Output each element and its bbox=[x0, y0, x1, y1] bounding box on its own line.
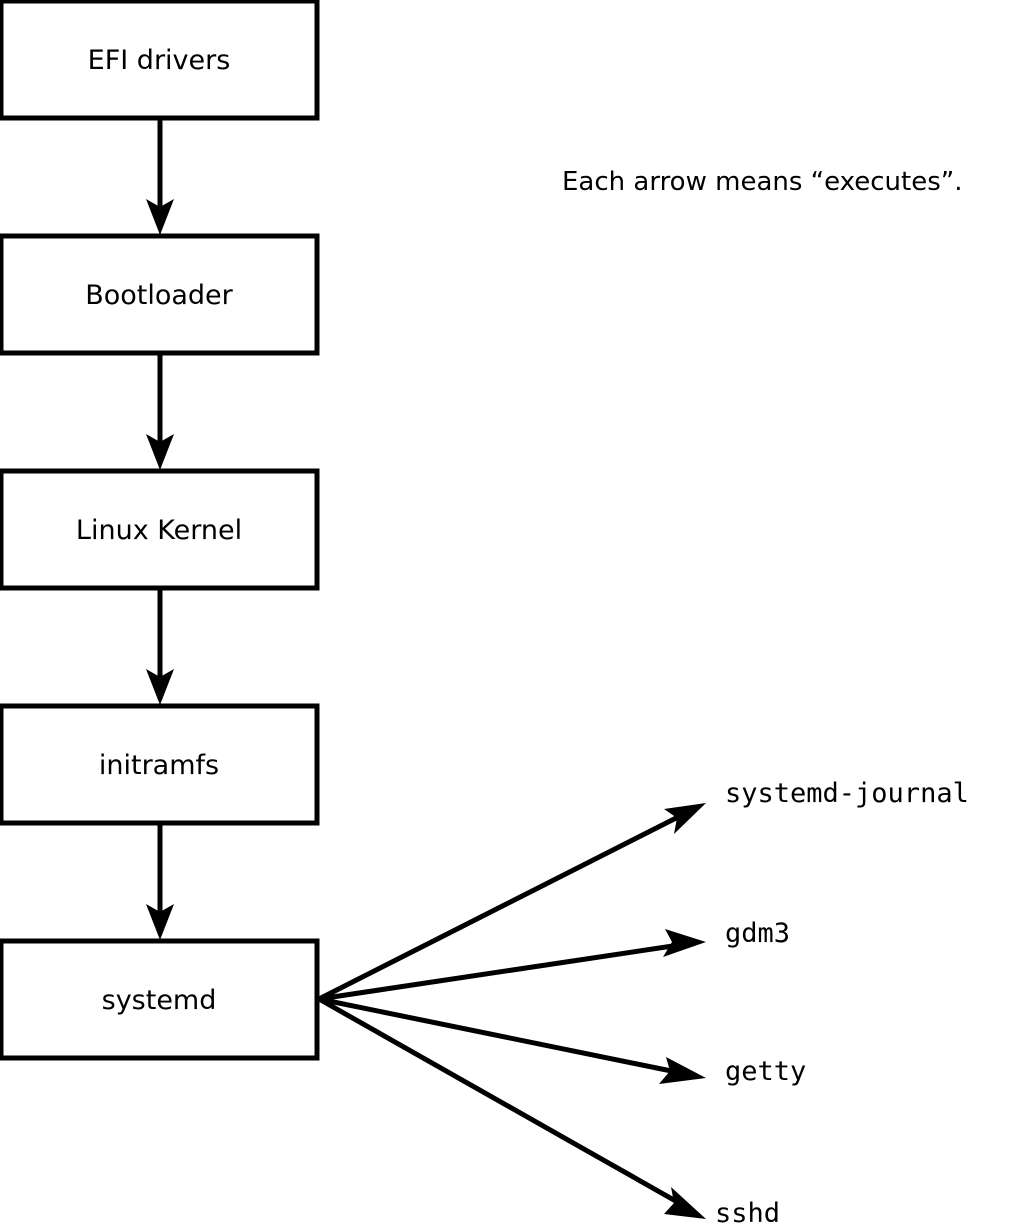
process-label-gdm3: gdm3 bbox=[725, 918, 790, 949]
arrow-bootloader-to-linux-kernel bbox=[146, 353, 174, 470]
arrow-head bbox=[146, 434, 174, 470]
stage-box-rect bbox=[0, 233, 320, 356]
arrow-head bbox=[664, 1187, 706, 1219]
arrow-initramfs-to-systemd bbox=[146, 823, 174, 940]
arrow-efi-drivers-to-bootloader bbox=[146, 118, 174, 235]
stage-box-label: EFI drivers bbox=[88, 45, 231, 76]
stage-box-label: Bootloader bbox=[85, 280, 233, 311]
arrow-head bbox=[659, 1057, 706, 1084]
arrow-head bbox=[146, 669, 174, 705]
arrow-shaft bbox=[318, 996, 687, 1077]
arrow-head bbox=[146, 199, 174, 235]
fanout-arrows-group bbox=[317, 803, 706, 1219]
stage-box-rect bbox=[0, 0, 320, 121]
process-labels-group: systemd-journal gdm3 getty sshd bbox=[715, 778, 969, 1229]
arrow-shaft bbox=[318, 941, 687, 1002]
arrow-head bbox=[663, 929, 706, 957]
diagram-caption: Each arrow means “executes”. bbox=[562, 167, 963, 197]
stage-box-systemd[interactable]: systemd bbox=[0, 938, 320, 1061]
stage-box-linux-kernel[interactable]: Linux Kernel bbox=[0, 468, 320, 591]
stage-box-label: Linux Kernel bbox=[76, 515, 242, 546]
arrow-systemd-to-getty bbox=[318, 996, 706, 1084]
boot-chain-group: EFI drivers Bootloader Linux Kernel init… bbox=[0, 0, 320, 1061]
arrow-head bbox=[146, 904, 174, 940]
stage-box-efi-drivers[interactable]: EFI drivers bbox=[0, 0, 320, 121]
arrow-systemd-to-systemd-journal bbox=[317, 803, 706, 1002]
arrow-shaft bbox=[317, 810, 688, 1002]
process-label-systemd-journal: systemd-journal bbox=[725, 778, 969, 809]
stage-box-initramfs[interactable]: initramfs bbox=[0, 703, 320, 826]
arrow-systemd-to-gdm3 bbox=[318, 929, 706, 1002]
stage-box-label: systemd bbox=[102, 985, 217, 1016]
chain-arrows-group bbox=[146, 118, 174, 940]
process-label-getty: getty bbox=[725, 1056, 806, 1087]
process-label-sshd: sshd bbox=[715, 1198, 780, 1229]
stage-box-label: initramfs bbox=[99, 750, 219, 781]
arrow-shaft bbox=[317, 996, 690, 1211]
stage-box-rect bbox=[0, 938, 320, 1061]
arrow-linux-kernel-to-initramfs bbox=[146, 588, 174, 705]
stage-box-bootloader[interactable]: Bootloader bbox=[0, 233, 320, 356]
arrow-head bbox=[664, 803, 706, 834]
arrow-systemd-to-sshd bbox=[317, 996, 706, 1219]
stage-box-rect bbox=[0, 468, 320, 591]
